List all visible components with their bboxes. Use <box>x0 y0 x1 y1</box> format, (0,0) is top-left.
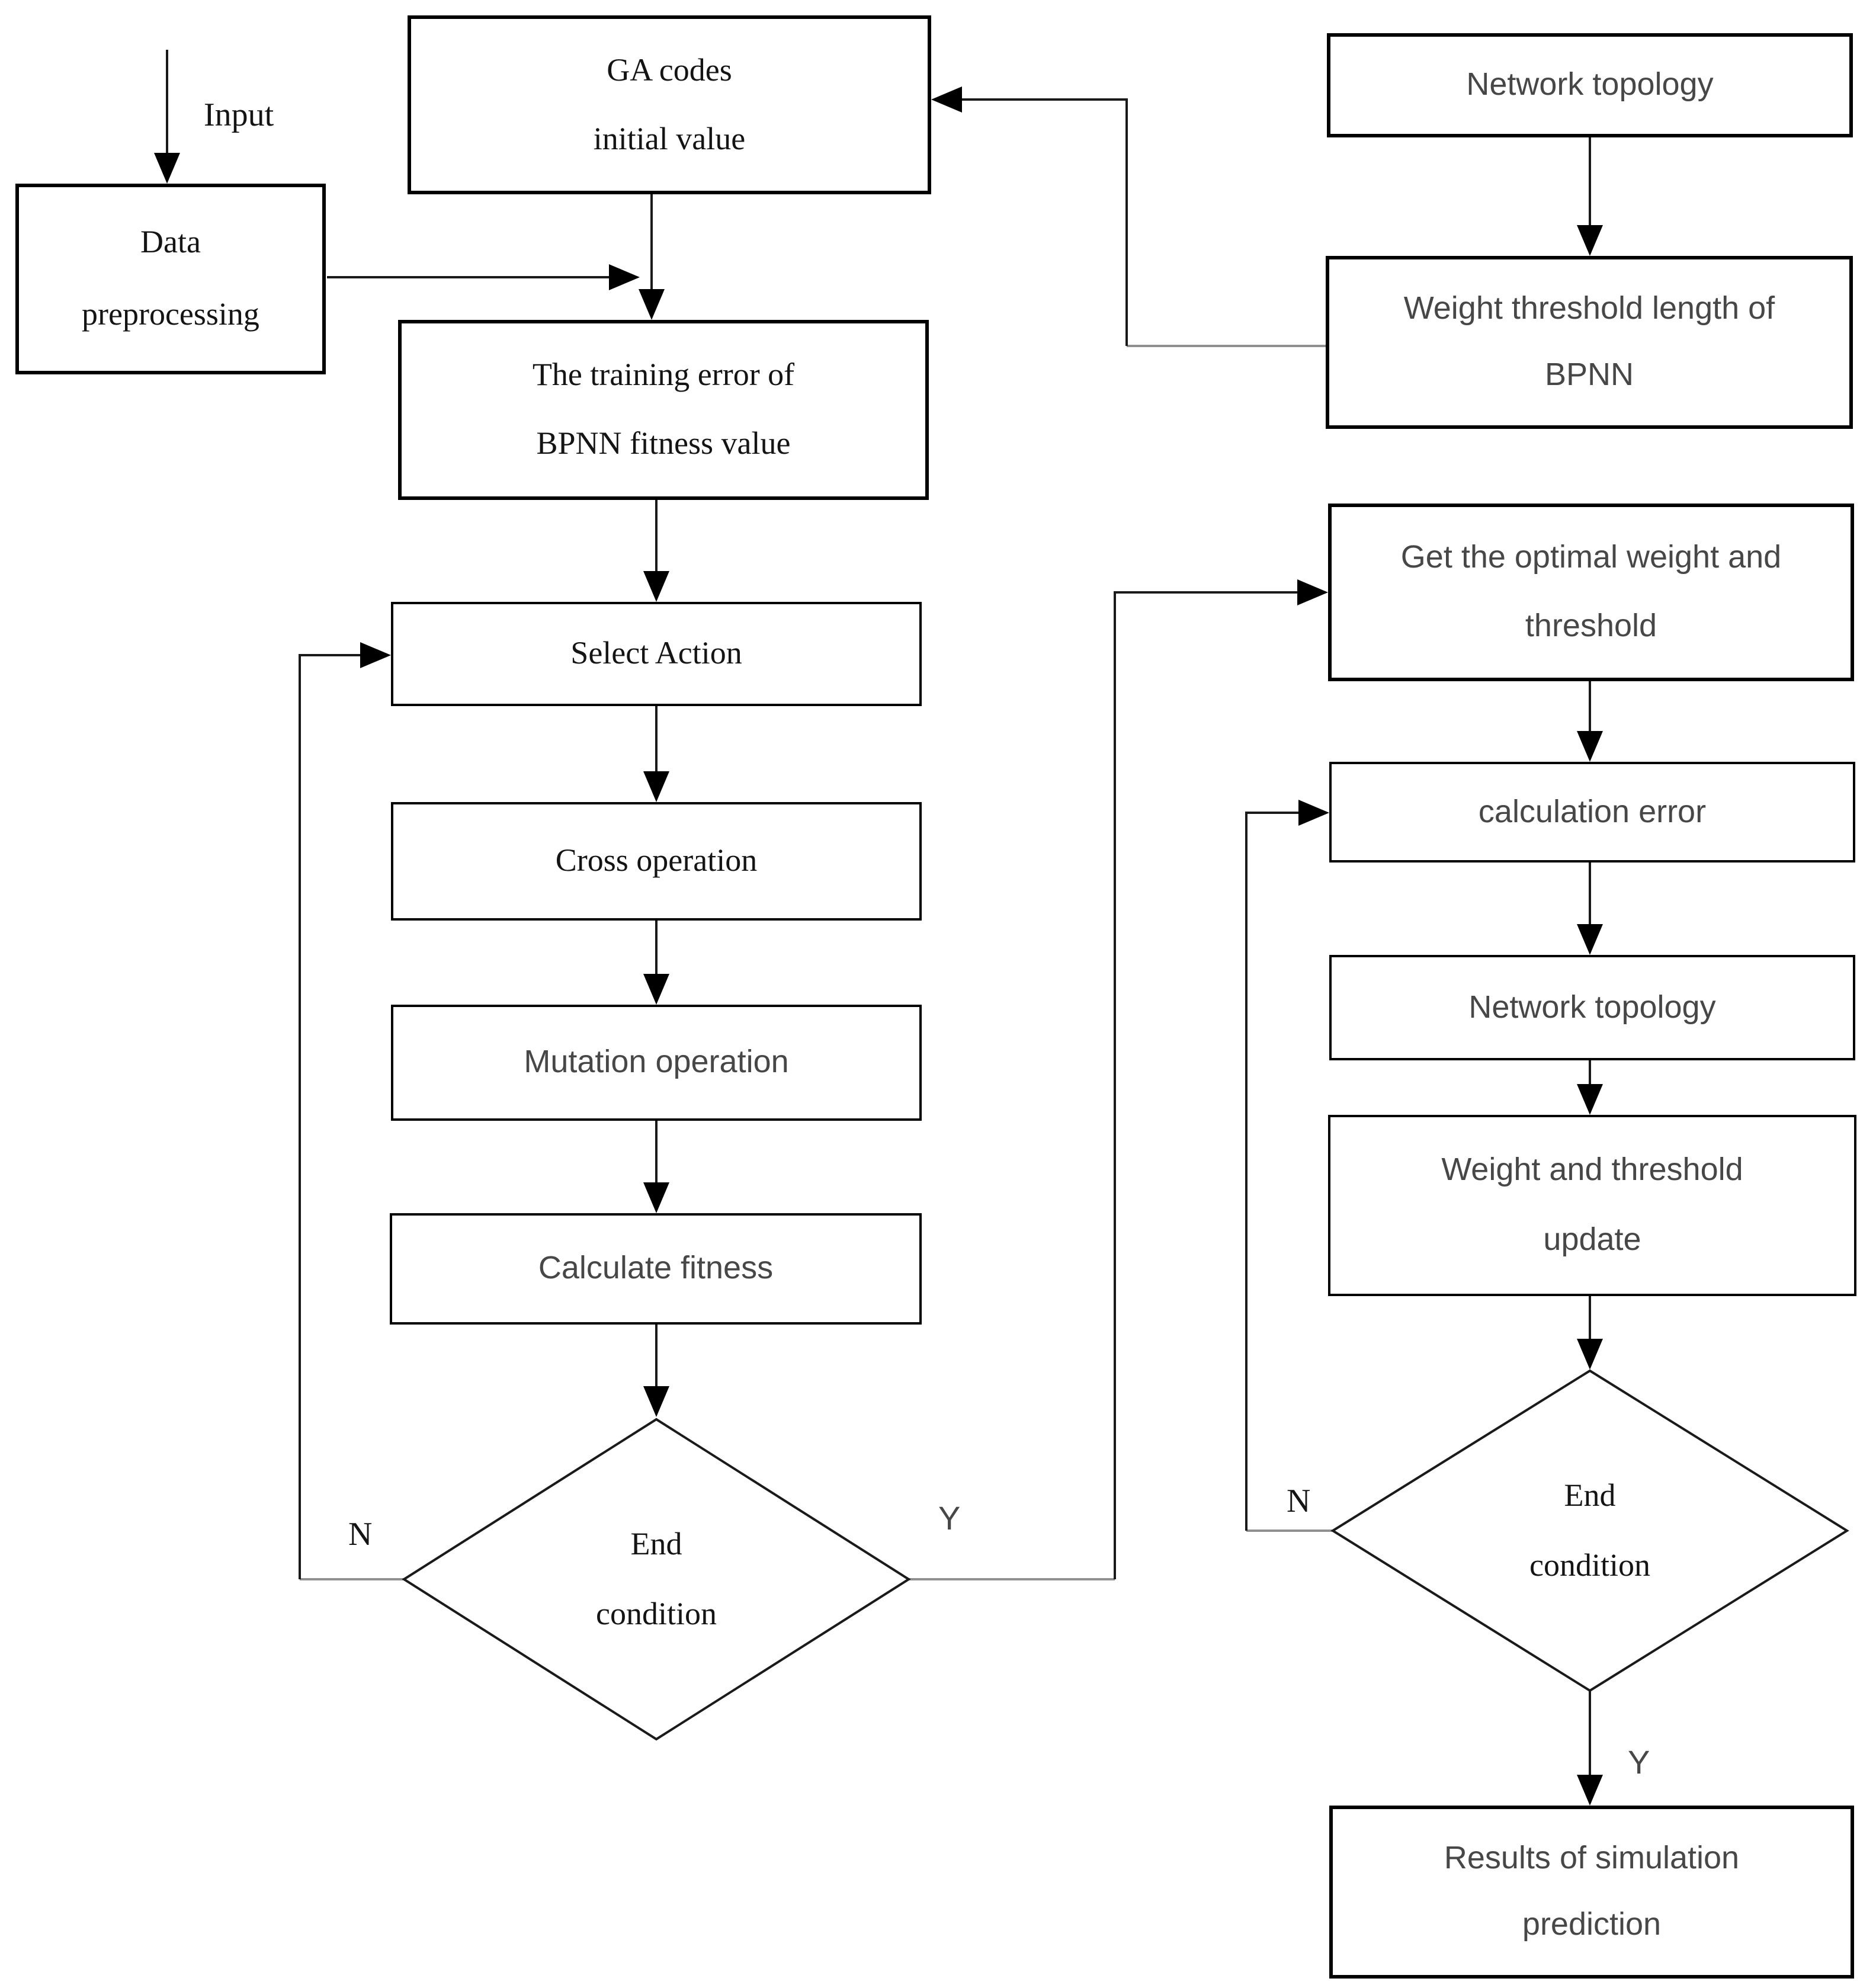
node-mutation-operation-label: Mutation operation <box>524 1044 789 1080</box>
arrowhead-ga-training <box>639 289 665 320</box>
arrowhead-net-update <box>1577 1084 1603 1115</box>
node-weight-threshold-length-line1: Weight threshold length of <box>1403 290 1775 326</box>
arrowhead-left-y <box>1297 579 1328 605</box>
node-data-preprocessing: Data preprocessing <box>15 184 326 374</box>
node-data-preprocessing-line2: preprocessing <box>82 296 259 332</box>
arrowhead-right-n <box>1298 800 1329 826</box>
right-diamond-no-label: N <box>1287 1483 1311 1520</box>
arrowhead-nettop-weight <box>1577 225 1603 256</box>
left-diamond-no-label: N <box>348 1516 373 1553</box>
node-results-line2: prediction <box>1522 1906 1662 1942</box>
node-training-error-line2: BPNN fitness value <box>536 425 791 461</box>
edge-left-y-up <box>1114 591 1300 1579</box>
arrowhead-training-select <box>643 571 669 602</box>
node-select-action-label: Select Action <box>570 635 742 671</box>
node-ga-codes: GA codes initial value <box>408 15 931 194</box>
input-label: Input <box>204 97 274 134</box>
edge-left-n-loop <box>299 654 363 1579</box>
arrowhead-weight-ga <box>931 86 962 113</box>
node-results: Results of simulation prediction <box>1329 1806 1854 1979</box>
node-results-line1: Results of simulation <box>1444 1839 1740 1875</box>
arrowhead-get-calc <box>1577 731 1603 762</box>
node-ga-codes-line2: initial value <box>593 120 746 156</box>
arrowhead-input <box>154 153 180 184</box>
right-diamond-yes-label: Y <box>1628 1744 1650 1781</box>
node-weight-threshold-update-line1: Weight and threshold <box>1441 1151 1743 1187</box>
edge-weight-to-ga <box>962 98 1128 346</box>
node-cross-operation: Cross operation <box>391 802 922 921</box>
arrowhead-cross-mutation <box>643 974 669 1005</box>
arrowhead-calculate-diamond <box>643 1386 669 1417</box>
arrowhead-update-diamond <box>1577 1339 1603 1370</box>
node-calculate-fitness-label: Calculate fitness <box>538 1250 774 1286</box>
node-training-error: The training error of BPNN fitness value <box>398 320 929 500</box>
node-ga-codes-line1: GA codes <box>607 52 732 88</box>
arrowhead-select-cross <box>643 771 669 802</box>
node-get-optimal-weight: Get the optimal weight and threshold <box>1328 504 1854 681</box>
node-network-topology-top: Network topology <box>1327 33 1853 137</box>
edge-right-n-loop <box>1245 812 1301 1531</box>
node-calculation-error-label: calculation error <box>1478 793 1707 829</box>
node-network-topology-top-label: Network topology <box>1466 66 1714 102</box>
node-get-optimal-weight-line2: threshold <box>1525 608 1657 644</box>
node-data-preprocessing-line1: Data <box>140 223 201 259</box>
node-cross-operation-label: Cross operation <box>555 842 758 878</box>
end-condition-right-diamond <box>1330 1369 1849 1692</box>
node-calculate-fitness: Calculate fitness <box>390 1213 922 1325</box>
node-get-optimal-weight-line1: Get the optimal weight and <box>1400 539 1782 575</box>
arrowhead-calc-net <box>1577 924 1603 955</box>
node-mutation-operation: Mutation operation <box>391 1005 922 1121</box>
node-training-error-line1: The training error of <box>532 356 795 392</box>
end-condition-left-diamond <box>402 1418 911 1741</box>
arrowhead-right-y <box>1577 1775 1603 1806</box>
node-weight-threshold-length: Weight threshold length of BPNN <box>1326 256 1853 429</box>
node-network-topology-mid: Network topology <box>1329 955 1855 1060</box>
node-calculation-error: calculation error <box>1329 762 1855 862</box>
arrowhead-mutation-calculate <box>643 1182 669 1213</box>
node-select-action: Select Action <box>391 602 922 706</box>
node-weight-threshold-length-line2: BPNN <box>1544 357 1634 393</box>
arrowhead-left-n <box>360 642 391 668</box>
left-diamond-yes-label: Y <box>938 1500 961 1537</box>
arrowhead-data <box>609 264 640 290</box>
node-weight-threshold-update: Weight and threshold update <box>1328 1115 1856 1296</box>
node-weight-threshold-update-line2: update <box>1543 1221 1641 1258</box>
node-network-topology-mid-label: Network topology <box>1468 989 1716 1025</box>
